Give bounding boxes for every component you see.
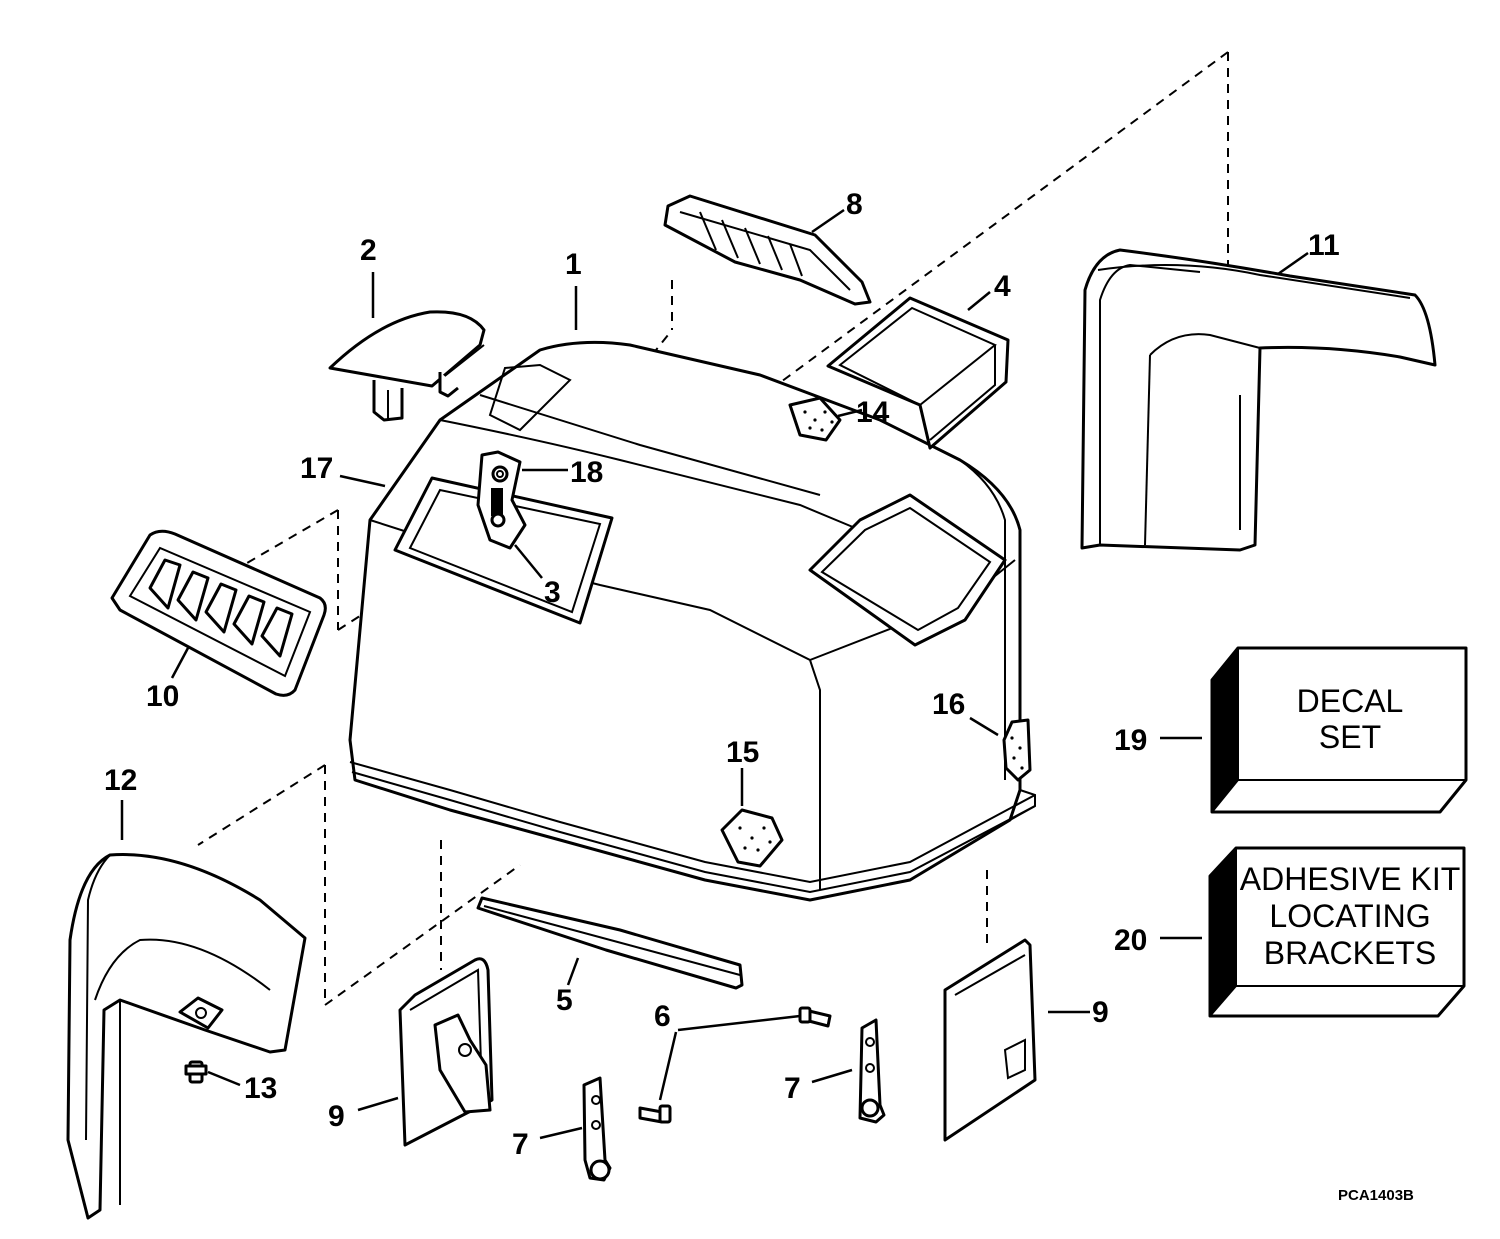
bracket-7-right	[858, 1018, 886, 1124]
leader-lines	[120, 208, 1309, 1140]
callout-20: 20	[1114, 924, 1147, 957]
callout-11: 11	[1308, 229, 1340, 262]
adhesive-kit-line-2: LOCATING	[1269, 898, 1430, 934]
top-cap	[328, 310, 486, 422]
intake-seal	[826, 296, 1010, 450]
callout-16: 16	[932, 688, 965, 721]
bracket-7-left	[582, 1076, 612, 1182]
upper-grille	[663, 194, 872, 306]
decal-patches	[720, 396, 1032, 868]
adhesive-kit-box	[1208, 846, 1466, 1018]
callout-5: 5	[556, 984, 573, 1017]
box-labels: DECAL SET ADHESIVE KIT LOCATING BRACKETS	[1240, 683, 1461, 971]
callout-9-right: 9	[1092, 996, 1109, 1029]
callout-14: 14	[856, 396, 890, 429]
figure-code: PCA1403B	[1338, 1187, 1414, 1204]
main-cowl	[348, 340, 1036, 902]
callout-3: 3	[544, 576, 561, 609]
decal-set-line-2: SET	[1319, 719, 1381, 755]
callout-19: 19	[1114, 724, 1147, 757]
side-panel-left	[398, 957, 494, 1147]
callout-2: 2	[360, 234, 377, 267]
callout-7-right: 7	[784, 1072, 801, 1105]
screw-13	[184, 1060, 208, 1084]
callout-1: 1	[565, 248, 582, 281]
callout-17: 17	[300, 452, 333, 485]
adhesive-kit-line-3: BRACKETS	[1264, 935, 1436, 971]
callout-15: 15	[726, 736, 759, 769]
callout-18: 18	[570, 456, 603, 489]
callout-6: 6	[654, 1000, 671, 1033]
front-grille	[110, 529, 327, 697]
decal-set-line-1: DECAL	[1297, 683, 1404, 719]
callout-4: 4	[994, 270, 1011, 303]
screws-6	[638, 1006, 832, 1124]
callout-8: 8	[846, 188, 863, 221]
seal-strip	[476, 896, 744, 990]
latch-bracket	[476, 450, 527, 550]
callout-7-left: 7	[512, 1128, 529, 1161]
adhesive-kit-line-1: ADHESIVE KIT	[1240, 861, 1461, 897]
left-lower-cover	[66, 853, 307, 1220]
callout-10: 10	[146, 680, 179, 713]
callout-numbers: 2 1 8 4 11 14 18 17 3 10 12 15 16 19 20 …	[104, 188, 1340, 1161]
callout-9-left: 9	[328, 1100, 345, 1133]
callout-12: 12	[104, 764, 137, 797]
side-panel-right	[943, 938, 1037, 1142]
decal-set-box	[1210, 646, 1468, 814]
callout-13: 13	[244, 1072, 277, 1105]
rear-cover	[1080, 248, 1437, 552]
